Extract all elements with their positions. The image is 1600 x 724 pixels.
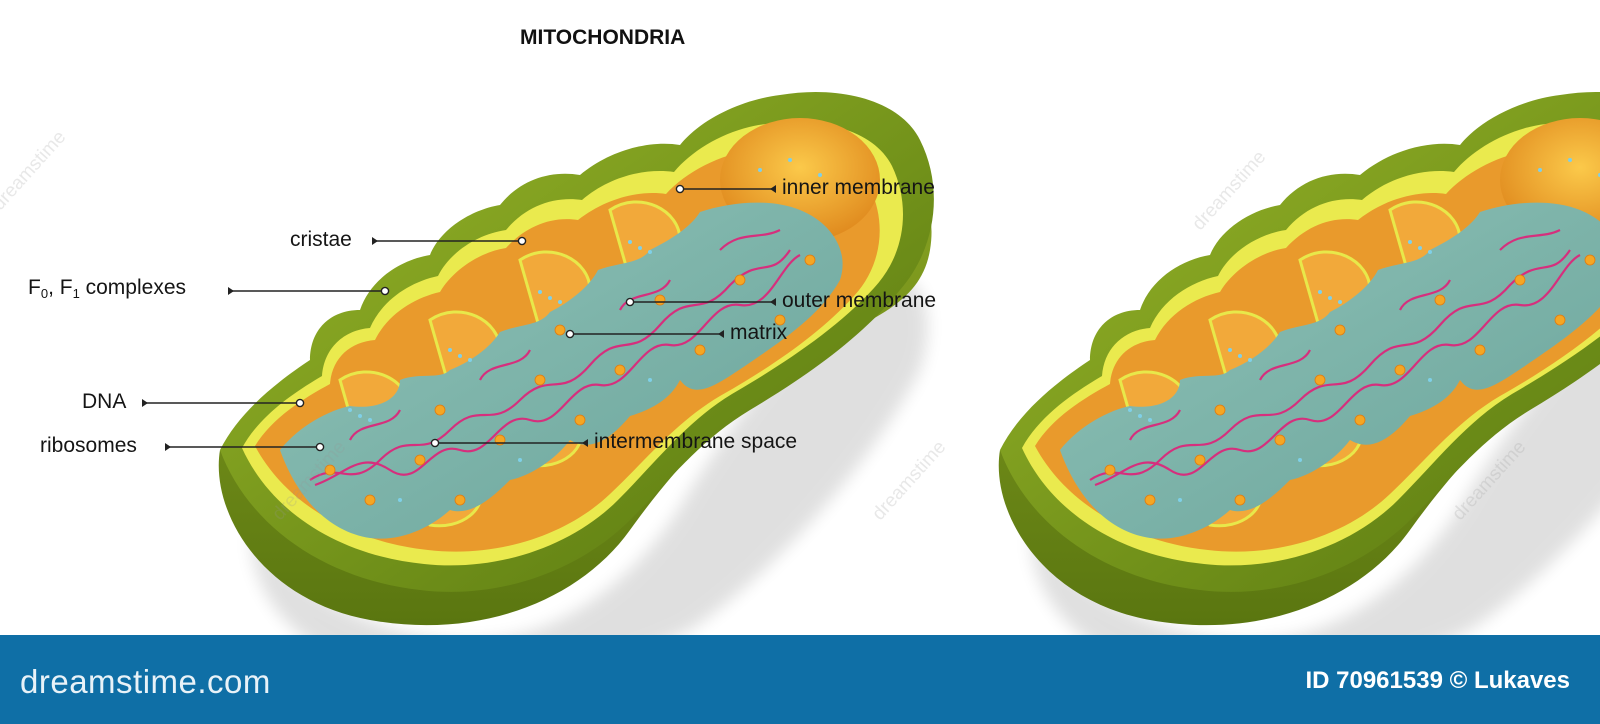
label-dna: DNA: [82, 390, 127, 413]
label-outer-membrane: outer membrane: [782, 289, 937, 312]
mitochondrion-unlabeled: [999, 92, 1600, 682]
leader-lines: [142, 188, 776, 448]
footer-bar: dreamstime.com ID 70961539 © Lukaves: [0, 635, 1600, 724]
footer-credit: ID 70961539 © Lukaves: [1305, 667, 1570, 694]
label-inner-membrane: inner membrane: [782, 176, 935, 199]
label-matrix: matrix: [730, 321, 788, 344]
f0-f1-prefix: F: [28, 276, 41, 299]
f0-f1-suffix: complexes: [79, 276, 187, 299]
diagram-title: MITOCHONDRIA: [520, 26, 686, 49]
f1-subscript: 1: [72, 286, 80, 301]
f0-subscript: 0: [40, 286, 49, 301]
label-cristae: cristae: [290, 228, 352, 251]
f0-f1-separator: , F: [48, 276, 73, 299]
label-intermembrane-space: intermembrane space: [594, 430, 798, 453]
label-f0-f1-complexes: F0, F1 complexes: [28, 276, 186, 301]
footer-brand[interactable]: dreamstime.com: [20, 663, 271, 700]
label-ribosomes: ribosomes: [40, 434, 137, 457]
